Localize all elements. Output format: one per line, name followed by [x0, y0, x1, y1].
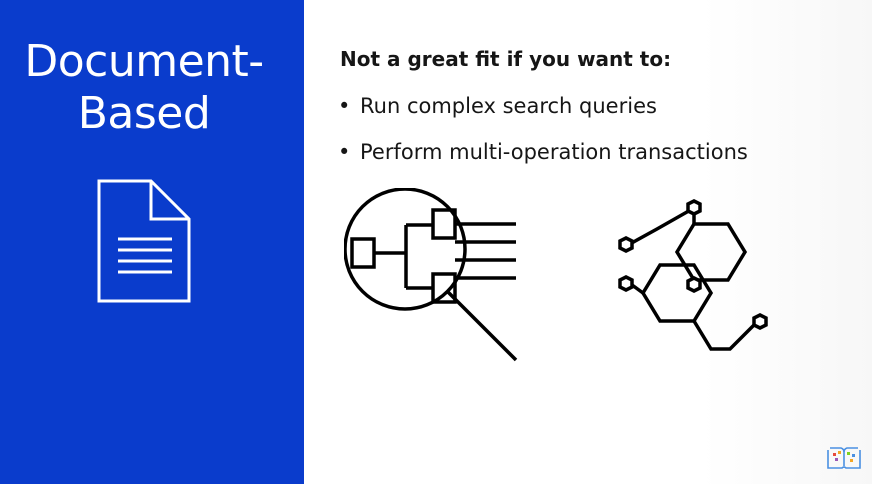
bullet-text: Perform multi-operation transactions — [360, 140, 748, 164]
list-item: • Run complex search queries — [338, 92, 748, 138]
slide-title-line-2: Based — [77, 88, 211, 139]
document-icon — [97, 179, 191, 303]
title-panel: Document- Based — [0, 0, 304, 484]
list-item: • Perform multi-operation transactions — [338, 138, 748, 184]
limitations-heading: Not a great fit if you want to: — [340, 47, 672, 71]
bullet-text: Run complex search queries — [360, 94, 657, 118]
hexagon-network-icon — [618, 199, 768, 351]
slide-title-line-1: Document- — [24, 36, 264, 87]
bullet-marker: • — [338, 94, 351, 118]
content-panel — [304, 0, 872, 484]
bullet-marker: • — [338, 140, 351, 164]
limitations-list: • Run complex search queries • Perform m… — [338, 92, 748, 184]
book-logo-icon — [827, 447, 861, 469]
slide-title: Document- Based — [0, 36, 288, 140]
magnifier-tree-icon — [344, 188, 518, 362]
